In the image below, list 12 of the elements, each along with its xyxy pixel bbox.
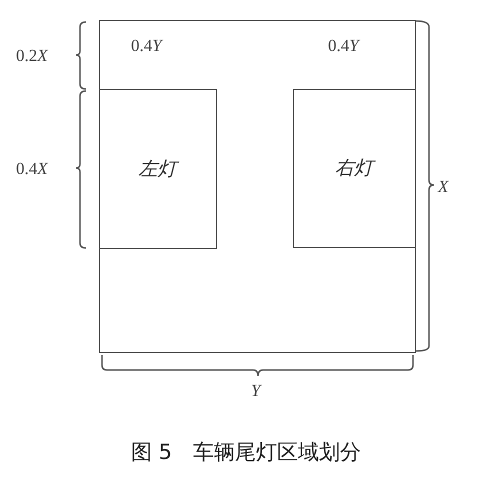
region-label: 左灯 bbox=[100, 156, 216, 182]
dimension-label: X bbox=[438, 178, 448, 195]
figure-caption: 图 5 车辆尾灯区域划分 bbox=[130, 439, 362, 466]
region-label: 右灯 bbox=[294, 155, 414, 181]
dimension-label: 0.4X bbox=[16, 160, 48, 177]
dimension-label: 0.4Y bbox=[131, 37, 162, 54]
dimension-label: 0.2X bbox=[16, 47, 48, 64]
outline-box bbox=[99, 20, 416, 353]
dimension-label: 0.4Y bbox=[328, 37, 359, 54]
lamp-region-box bbox=[98, 88, 216, 248]
lamp-region-box bbox=[292, 88, 416, 248]
dimension-label: Y bbox=[251, 382, 260, 399]
